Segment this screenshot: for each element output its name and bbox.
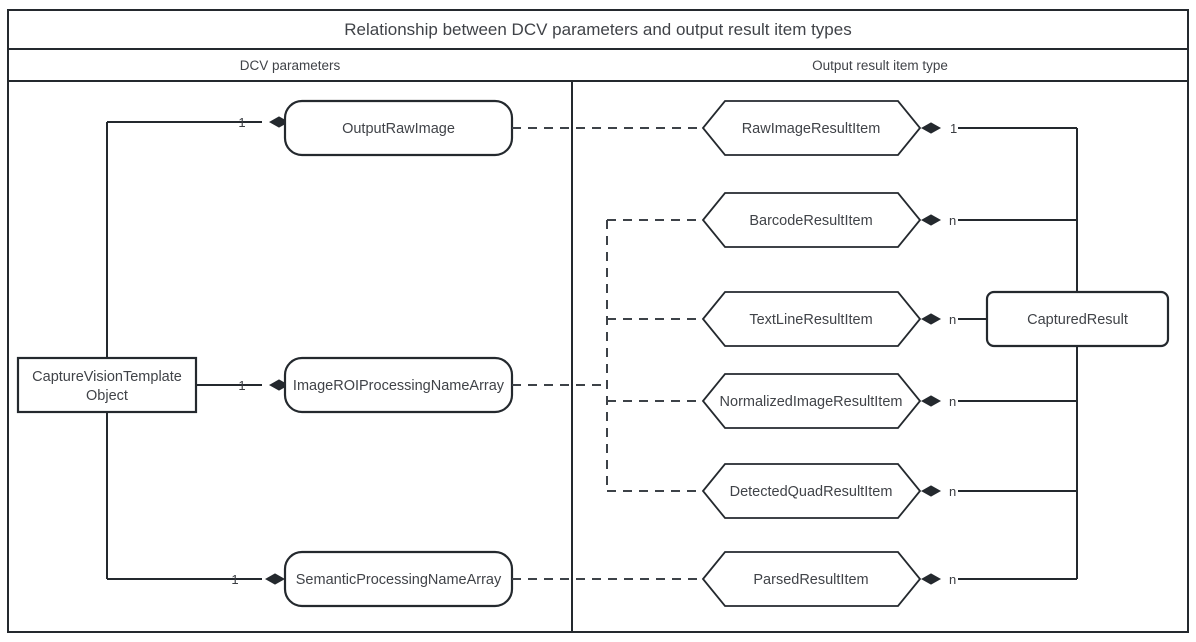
text-line-result-item-hexagon — [701, 291, 922, 347]
column-header-output-result-item-type: Output result item type — [812, 58, 948, 73]
node-raw-image-result-item[interactable]: RawImageResultItem — [701, 100, 922, 156]
capture-vision-template-object-box — [16, 356, 198, 414]
node-barcode-result-item[interactable]: BarcodeResultItem — [701, 192, 922, 248]
column-header-dcv-parameters: DCV parameters — [240, 58, 341, 73]
node-semantic-processing-name-array[interactable]: SemanticProcessingNameArray — [283, 550, 514, 608]
cardinality-normalized-image-result-item: n — [949, 394, 956, 409]
diamond-detected-quad-result-item — [920, 485, 942, 497]
right-cardinality-group: 1 n n n n n — [920, 121, 957, 587]
raw-image-result-item-hexagon — [701, 100, 922, 156]
node-capture-vision-template-object[interactable]: CaptureVisionTemplate Object — [16, 356, 198, 414]
barcode-result-item-label: BarcodeResultItem — [749, 213, 872, 229]
node-image-roi-processing-name-array[interactable]: ImageROIProcessingNameArray — [283, 356, 514, 414]
barcode-result-item-hexagon — [701, 192, 922, 248]
cardinality-barcode-result-item: n — [949, 213, 956, 228]
node-detected-quad-result-item[interactable]: DetectedQuadResultItem — [701, 463, 922, 519]
semantic-processing-name-array-label: SemanticProcessingNameArray — [296, 572, 502, 588]
node-output-raw-image[interactable]: OutputRawImage — [283, 99, 514, 157]
output-raw-image-label: OutputRawImage — [342, 121, 455, 137]
diamond-parsed-result-item — [920, 573, 942, 585]
image-roi-processing-name-array-label: ImageROIProcessingNameArray — [293, 378, 505, 394]
cardinality-text-line-result-item: n — [949, 312, 956, 327]
cardinality-detected-quad-result-item: n — [949, 484, 956, 499]
diamond-raw-image-result-item — [920, 122, 942, 134]
node-parsed-result-item[interactable]: ParsedResultItem — [701, 551, 922, 607]
parsed-result-item-label: ParsedResultItem — [753, 572, 868, 588]
text-line-result-item-label: TextLineResultItem — [749, 312, 872, 328]
diamond-semantic-processing-name-array — [264, 573, 286, 585]
cardinality-output-raw-image: 1 — [238, 115, 245, 130]
diamond-text-line-result-item — [920, 313, 942, 325]
captured-result-label: CapturedResult — [1027, 312, 1128, 328]
left-cardinality-group: 1 1 1 — [231, 115, 290, 587]
node-normalized-image-result-item[interactable]: NormalizedImageResultItem — [701, 373, 922, 429]
normalized-image-result-item-hexagon — [701, 373, 922, 429]
diamond-barcode-result-item — [920, 214, 942, 226]
capture-vision-template-object-label-line2: Object — [86, 388, 128, 404]
detected-quad-result-item-hexagon — [701, 463, 922, 519]
normalized-image-result-item-label: NormalizedImageResultItem — [720, 394, 903, 410]
right-edge-group — [958, 127, 1078, 580]
cardinality-image-roi-processing-name-array: 1 — [238, 378, 245, 393]
cardinality-raw-image-result-item: 1 — [950, 121, 957, 136]
diamond-normalized-image-result-item — [920, 395, 942, 407]
node-text-line-result-item[interactable]: TextLineResultItem — [701, 291, 922, 347]
frame-outer-border — [7, 9, 1189, 633]
dashed-edge-group — [512, 127, 703, 580]
raw-image-result-item-label: RawImageResultItem — [742, 121, 881, 137]
left-edge-group — [106, 121, 262, 580]
cardinality-semantic-processing-name-array: 1 — [231, 572, 238, 587]
diagram-title: Relationship between DCV parameters and … — [344, 20, 851, 39]
cardinality-parsed-result-item: n — [949, 572, 956, 587]
detected-quad-result-item-label: DetectedQuadResultItem — [730, 484, 893, 500]
capture-vision-template-object-label-line1: CaptureVisionTemplate — [32, 369, 182, 385]
diagram-frame — [7, 9, 1189, 633]
parsed-result-item-hexagon — [701, 551, 922, 607]
node-captured-result[interactable]: CapturedResult — [985, 290, 1170, 348]
captured-result-box — [985, 290, 1170, 348]
